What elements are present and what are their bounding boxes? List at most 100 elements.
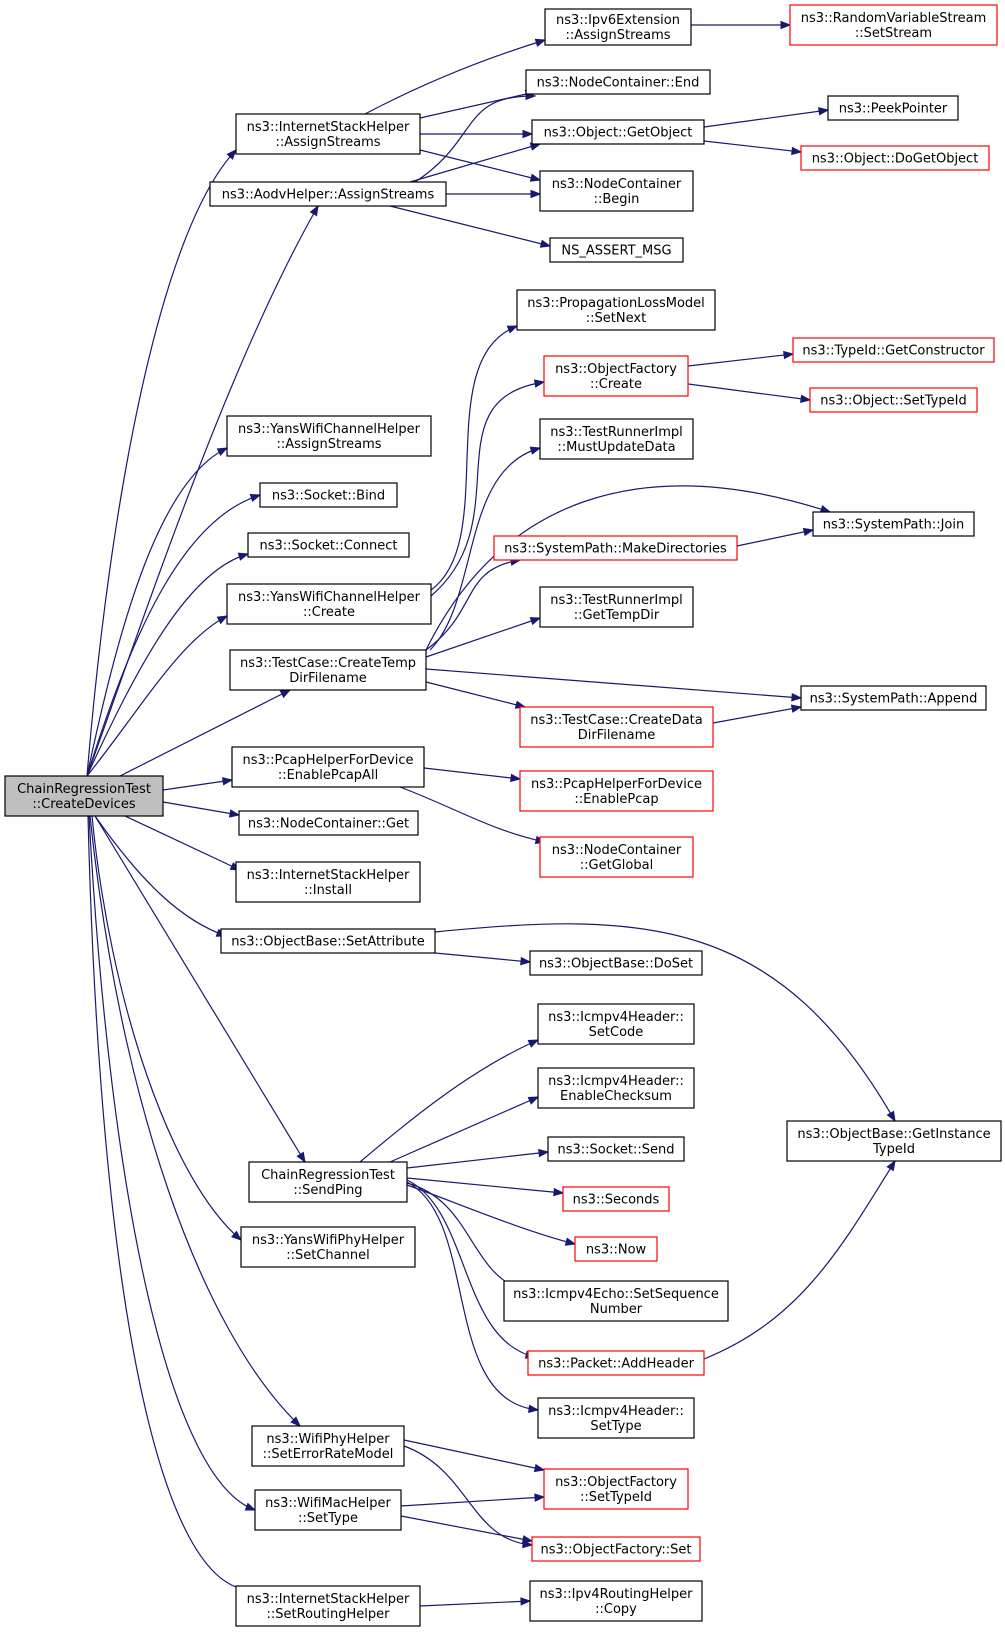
- node-typeid-getctor[interactable]: ns3::TypeId::GetConstructor: [792, 337, 995, 363]
- edge-pcap_all-to-nc_getglobal: [399, 786, 546, 843]
- node-wifiphy-erm[interactable]: ns3::WifiPhyHelper::SetErrorRateModel: [251, 1425, 405, 1467]
- node-yans-ch-create[interactable]: ns3::YansWifiChannelHelper::Create: [226, 583, 432, 625]
- node-ish-assign[interactable]: ns3::InternetStackHelper::AssignStreams: [235, 113, 421, 155]
- node-tri-gettemp[interactable]: ns3::TestRunnerImpl::GetTempDir: [539, 586, 694, 628]
- node-plm-setnext[interactable]: ns3::PropagationLossModel::SetNext: [516, 289, 716, 331]
- node-nc-end[interactable]: ns3::NodeContainer::End: [525, 69, 711, 95]
- edge-send_ping-to-icmp_setcode: [359, 1039, 539, 1163]
- arrowhead-obj_getobject-to-peekpointer: [818, 107, 830, 116]
- edge-root-to-send_ping: [94, 815, 306, 1163]
- node-label: ns3::Ipv4RoutingHelper: [540, 1587, 694, 1602]
- node-label: ::Create: [303, 605, 355, 620]
- node-nc-get[interactable]: ns3::NodeContainer::Get: [238, 810, 419, 836]
- node-pkt-addheader[interactable]: ns3::Packet::AddHeader: [527, 1350, 705, 1376]
- arrowhead-ish_assign-to-ipv6ext_assign: [534, 38, 547, 47]
- node-send-ping[interactable]: ChainRegressionTest::SendPing: [248, 1161, 408, 1203]
- node-label: ::GetGlobal: [580, 858, 653, 873]
- node-sp-makedirs[interactable]: ns3::SystemPath::MakeDirectories: [493, 535, 738, 561]
- node-pcap-enable[interactable]: ns3::PcapHelperForDevice::EnablePcap: [519, 770, 714, 812]
- node-ob-doset[interactable]: ns3::ObjectBase::DoSet: [529, 950, 703, 976]
- node-label: ::SetType: [298, 1511, 358, 1526]
- node-label: ns3::Object::GetObject: [544, 126, 693, 141]
- node-nc-begin[interactable]: ns3::NodeContainer::Begin: [539, 170, 694, 212]
- arrowhead-wifimac_settype-to-of_set: [521, 1535, 534, 1544]
- node-label: ns3::RandomVariableStream: [801, 11, 987, 26]
- node-label: ns3::Socket::Send: [557, 1143, 674, 1158]
- node-label: ns3::Icmpv4Header::: [548, 1074, 684, 1089]
- node-of-create[interactable]: ns3::ObjectFactory::Create: [543, 355, 689, 397]
- node-ish-routing[interactable]: ns3::InternetStackHelper::SetRoutingHelp…: [235, 1585, 421, 1627]
- edge-testcase_tmp-to-tri_gettemp: [425, 617, 541, 658]
- node-obj-dogetobject[interactable]: ns3::Object::DoGetObject: [800, 145, 990, 171]
- node-socket-send[interactable]: ns3::Socket::Send: [547, 1136, 685, 1162]
- node-obj-settypeid[interactable]: ns3::Object::SetTypeId: [809, 387, 978, 413]
- node-label: ::Begin: [594, 192, 640, 207]
- arrowhead-root-to-nc_get: [228, 809, 241, 818]
- node-sp-append[interactable]: ns3::SystemPath::Append: [800, 685, 987, 711]
- node-icmp-setcode[interactable]: ns3::Icmpv4Header::SetCode: [537, 1003, 695, 1045]
- node-label: ns3::PeekPointer: [839, 102, 948, 117]
- edge-wifiphy_erm-to-of_set: [403, 1445, 533, 1546]
- node-socket-bind[interactable]: ns3::Socket::Bind: [259, 482, 398, 508]
- edge-root-to-ish_install: [124, 815, 241, 871]
- node-icmp-settype[interactable]: ns3::Icmpv4Header::SetType: [537, 1397, 695, 1439]
- node-label: ns3::Icmpv4Echo::SetSequence: [513, 1287, 719, 1302]
- node-label: ns3::Icmpv4Header::: [548, 1010, 684, 1025]
- node-socket-connect[interactable]: ns3::Socket::Connect: [247, 532, 410, 558]
- node-box: [789, 4, 998, 46]
- node-label: ns3::InternetStackHelper: [247, 120, 410, 135]
- node-tri-mustupdate[interactable]: ns3::TestRunnerImpl::MustUpdateData: [539, 418, 694, 460]
- node-label: ::Install: [304, 883, 352, 898]
- arrowhead-testcase_data-to-sp_append: [790, 704, 803, 713]
- node-label: ns3::Object::SetTypeId: [820, 394, 966, 409]
- node-rvs-setstream[interactable]: ns3::RandomVariableStream::SetStream: [789, 4, 998, 46]
- node-yans-ch-assign[interactable]: ns3::YansWifiChannelHelper::AssignStream…: [226, 415, 432, 457]
- edge-send_ping-to-seconds: [406, 1177, 564, 1194]
- node-label: ns3::Object::DoGetObject: [812, 152, 979, 167]
- node-of-set[interactable]: ns3::ObjectFactory::Set: [531, 1536, 701, 1562]
- node-root[interactable]: ChainRegressionTest::CreateDevices: [4, 775, 164, 817]
- node-label: ::SetNext: [586, 311, 646, 326]
- node-ipv4rh-copy[interactable]: ns3::Ipv4RoutingHelper::Copy: [529, 1580, 703, 1622]
- node-nc-getglobal[interactable]: ns3::NodeContainer::GetGlobal: [539, 836, 694, 878]
- node-now[interactable]: ns3::Now: [574, 1236, 658, 1262]
- node-ob-setattr[interactable]: ns3::ObjectBase::SetAttribute: [220, 928, 436, 954]
- edge-testcase_tmp-to-sp_append: [425, 668, 802, 699]
- node-label: ns3::ObjectFactory: [555, 362, 677, 377]
- node-obj-getobject[interactable]: ns3::Object::GetObject: [531, 119, 705, 145]
- node-label: ns3::SystemPath::Join: [823, 518, 964, 533]
- node-icmp-enablecs[interactable]: ns3::Icmpv4Header::EnableChecksum: [537, 1067, 695, 1109]
- node-label: ::SetChannel: [286, 1248, 369, 1263]
- node-seconds[interactable]: ns3::Seconds: [562, 1186, 670, 1212]
- node-label: ::AssignStreams: [275, 135, 380, 150]
- node-of-settypeid[interactable]: ns3::ObjectFactory::SetTypeId: [543, 1468, 689, 1510]
- node-box: [209, 181, 447, 207]
- node-aodv-assign[interactable]: ns3::AodvHelper::AssignStreams: [209, 181, 447, 207]
- node-box: [537, 1067, 695, 1109]
- edge-ish_assign-to-nc_begin: [419, 149, 541, 181]
- node-ipv6ext-assign[interactable]: ns3::Ipv6Extension::AssignStreams: [544, 8, 692, 46]
- node-ish-install[interactable]: ns3::InternetStackHelper::Install: [235, 861, 421, 903]
- node-sp-join[interactable]: ns3::SystemPath::Join: [812, 511, 975, 537]
- arrowhead-testcase_tmp-to-sp_append: [791, 693, 803, 702]
- node-box: [525, 69, 711, 95]
- node-label: DirFilename: [289, 671, 367, 686]
- arrowhead-root-to-send_ping: [296, 1151, 306, 1164]
- node-label: ::CreateDevices: [32, 797, 135, 812]
- edge-send_ping-to-socket_send: [406, 1151, 549, 1169]
- node-ns-assert[interactable]: NS_ASSERT_MSG: [549, 237, 684, 263]
- node-box: [251, 1425, 405, 1467]
- node-wifimac-settype[interactable]: ns3::WifiMacHelper::SetType: [254, 1489, 402, 1531]
- node-box: [800, 145, 990, 171]
- node-label: EnableChecksum: [560, 1089, 672, 1104]
- node-box: [539, 586, 694, 628]
- arrowhead-root-to-testcase_tmp: [279, 689, 292, 699]
- node-peekpointer[interactable]: ns3::PeekPointer: [827, 95, 959, 121]
- node-yans-phy-setch[interactable]: ns3::YansWifiPhyHelper::SetChannel: [240, 1226, 416, 1268]
- node-pcap-all[interactable]: ns3::PcapHelperForDevice::EnablePcapAll: [231, 746, 425, 788]
